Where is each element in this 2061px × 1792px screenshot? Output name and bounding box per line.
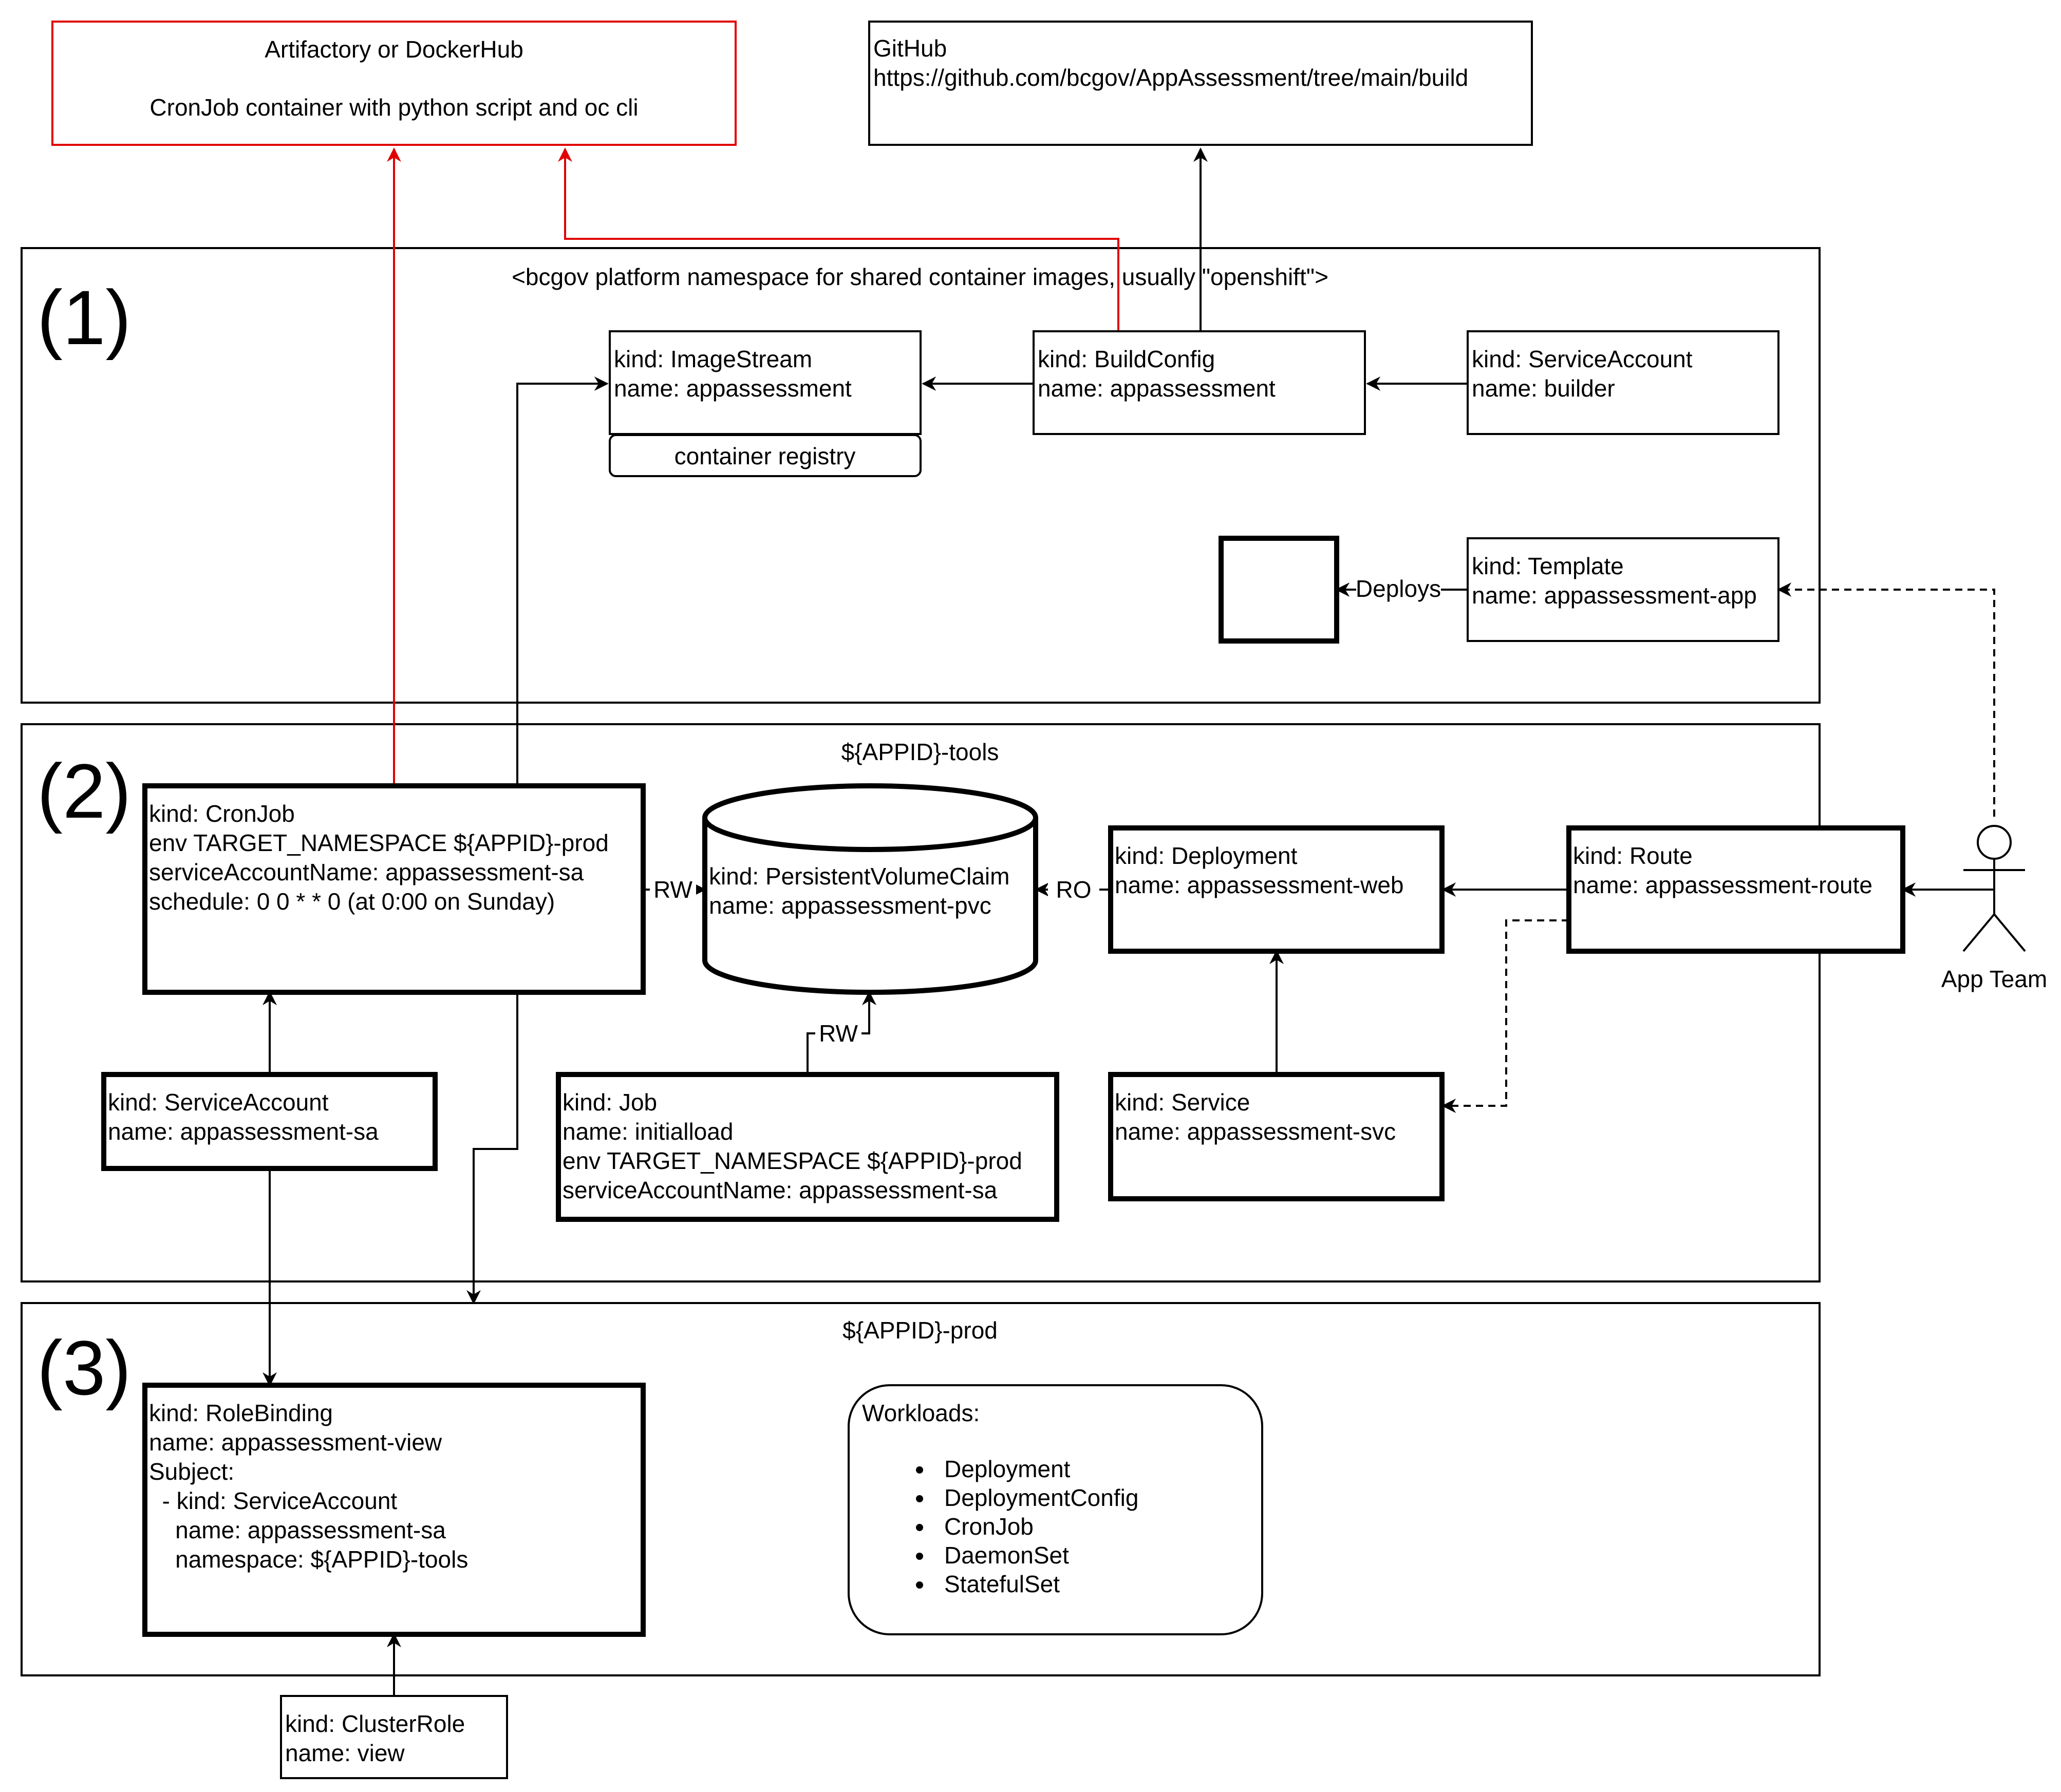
template-node[interactable]: kind: Template name: appassessment-app (1467, 537, 1779, 642)
sa-app-line-2: name: appassessment-sa (108, 1118, 379, 1145)
namespace-2-number: (2) (37, 748, 131, 834)
actor-label: App Team (1941, 966, 2047, 992)
cronjob-line-3: serviceAccountName: appassessment-sa (149, 859, 584, 885)
buildconfig-node[interactable]: kind: BuildConfig name: appassessment (1033, 330, 1366, 435)
workload-item: DaemonSet (944, 1542, 1069, 1569)
workload-item: DeploymentConfig (944, 1484, 1138, 1511)
namespace-2: (2) ${APPID}-tools (21, 723, 1821, 1282)
route-line-2: name: appassessment-route (1573, 872, 1872, 898)
job-node[interactable]: kind: Job name: initialload env TARGET_N… (556, 1072, 1059, 1222)
workload-item: Deployment (944, 1456, 1071, 1482)
job-line-4: serviceAccountName: appassessment-sa (563, 1177, 998, 1203)
job-line-2: name: initialload (563, 1118, 733, 1145)
buildconfig-line-1: kind: BuildConfig (1038, 346, 1215, 372)
namespace-3: (3) ${APPID}-prod (21, 1302, 1821, 1676)
service-line-2: name: appassessment-svc (1115, 1118, 1396, 1145)
namespace-3-number: (3) (37, 1325, 131, 1411)
imagestream-node[interactable]: kind: ImageStream name: appassessment (609, 330, 922, 435)
rw-job-edge-label: RW (815, 1020, 861, 1048)
rolebinding-line-2: name: appassessment-view (149, 1429, 442, 1456)
edge-actor-template (1777, 582, 1995, 817)
rolebinding-line-6: namespace: ${APPID}-tools (149, 1546, 468, 1573)
pvc-line-1: kind: PersistentVolumeClaim (709, 863, 1009, 890)
cronjob-line-4: schedule: 0 0 * * 0 (at 0:00 on Sunday) (149, 888, 555, 915)
job-line-1: kind: Job (563, 1089, 657, 1116)
namespace-1-number: (1) (37, 274, 131, 361)
workloads-title: Workloads: (862, 1400, 980, 1426)
route-line-1: kind: Route (1573, 842, 1693, 869)
workload-item: CronJob (944, 1513, 1034, 1540)
deploy-target-node[interactable] (1219, 536, 1339, 644)
clusterrole-node[interactable]: kind: ClusterRole name: view (280, 1695, 508, 1779)
sa-builder-node[interactable]: kind: ServiceAccount name: builder (1467, 330, 1779, 435)
namespace-1: (1) <bcgov platform namespace for shared… (21, 247, 1821, 704)
artifactory-box[interactable]: Artifactory or DockerHub CronJob contain… (51, 21, 737, 146)
edge-route-service (1441, 919, 1569, 1113)
rw-cron-label: RW (653, 876, 692, 903)
route-node[interactable]: kind: Route name: appassessment-route (1566, 825, 1905, 954)
edge-cronjob-imagestream (516, 376, 609, 786)
rolebinding-node[interactable]: kind: RoleBinding name: appassessment-vi… (142, 1383, 646, 1637)
imagestream-line-2: name: appassessment (614, 375, 852, 402)
clusterrole-line-1: kind: ClusterRole (285, 1710, 465, 1737)
github-url: https://github.com/bcgov/AppAssessment/t… (873, 64, 1468, 91)
deploys-label: Deploys (1356, 575, 1441, 602)
deployment-node[interactable]: kind: Deployment name: appassessment-web (1108, 825, 1445, 954)
artifactory-title: Artifactory or DockerHub (265, 36, 523, 63)
ro-deploy-label: RO (1056, 876, 1092, 903)
edge-buildconfig-artifactory (558, 147, 1119, 331)
deployment-line-1: kind: Deployment (1115, 842, 1298, 869)
rw-cron-edge-label: RW (650, 876, 696, 904)
edge-cronjob-prod (466, 992, 518, 1305)
rw-job-label: RW (819, 1020, 858, 1047)
template-line-1: kind: Template (1472, 553, 1624, 579)
imagestream-line-1: kind: ImageStream (614, 346, 812, 372)
sa-builder-line-1: kind: ServiceAccount (1472, 346, 1693, 372)
app-team-actor[interactable]: App Team (1941, 825, 2047, 992)
container-registry-label: container registry (674, 443, 856, 469)
workloads-node[interactable]: Workloads: Deployment DeploymentConfig C… (848, 1384, 1263, 1635)
cronjob-node[interactable]: kind: CronJob env TARGET_NAMESPACE ${APP… (142, 783, 646, 995)
buildconfig-line-2: name: appassessment (1038, 375, 1276, 402)
container-registry-node[interactable]: container registry (609, 434, 922, 477)
actor-head (1977, 825, 2012, 860)
deploys-edge-label: Deploys (1356, 574, 1441, 604)
pvc-node[interactable]: kind: PersistentVolumeClaim name: appass… (702, 783, 1038, 995)
namespace-1-title: <bcgov platform namespace for shared con… (512, 263, 1328, 290)
deployment-line-2: name: appassessment-web (1115, 872, 1404, 898)
github-box[interactable]: GitHub https://github.com/bcgov/AppAsses… (868, 21, 1533, 146)
rolebinding-line-5: name: appassessment-sa (149, 1517, 446, 1543)
rolebinding-line-3: Subject: (149, 1458, 234, 1485)
sa-app-line-1: kind: ServiceAccount (108, 1089, 329, 1116)
service-line-1: kind: Service (1115, 1089, 1250, 1116)
namespace-3-title: ${APPID}-prod (842, 1317, 998, 1344)
workloads-list: Deployment DeploymentConfig CronJob Daem… (916, 1456, 1138, 1597)
github-title: GitHub (873, 35, 947, 62)
template-line-2: name: appassessment-app (1472, 582, 1757, 609)
pvc-line-2: name: appassessment-pvc (709, 892, 991, 919)
rolebinding-line-4: - kind: ServiceAccount (149, 1487, 397, 1514)
namespace-2-title: ${APPID}-tools (841, 739, 999, 765)
ro-deploy-edge-label: RO (1048, 876, 1099, 904)
workload-item: StatefulSet (944, 1571, 1060, 1597)
job-line-3: env TARGET_NAMESPACE ${APPID}-prod (563, 1147, 1022, 1174)
sa-app-node[interactable]: kind: ServiceAccount name: appassessment… (101, 1072, 438, 1171)
rolebinding-line-1: kind: RoleBinding (149, 1400, 333, 1426)
actor-body (1962, 859, 2026, 952)
sa-builder-line-2: name: builder (1472, 375, 1615, 402)
clusterrole-line-2: name: view (285, 1740, 405, 1766)
artifactory-subtitle: CronJob container with python script and… (149, 94, 638, 121)
cronjob-line-1: kind: CronJob (149, 800, 295, 827)
cronjob-line-2: env TARGET_NAMESPACE ${APPID}-prod (149, 829, 609, 856)
service-node[interactable]: kind: Service name: appassessment-svc (1108, 1072, 1445, 1201)
